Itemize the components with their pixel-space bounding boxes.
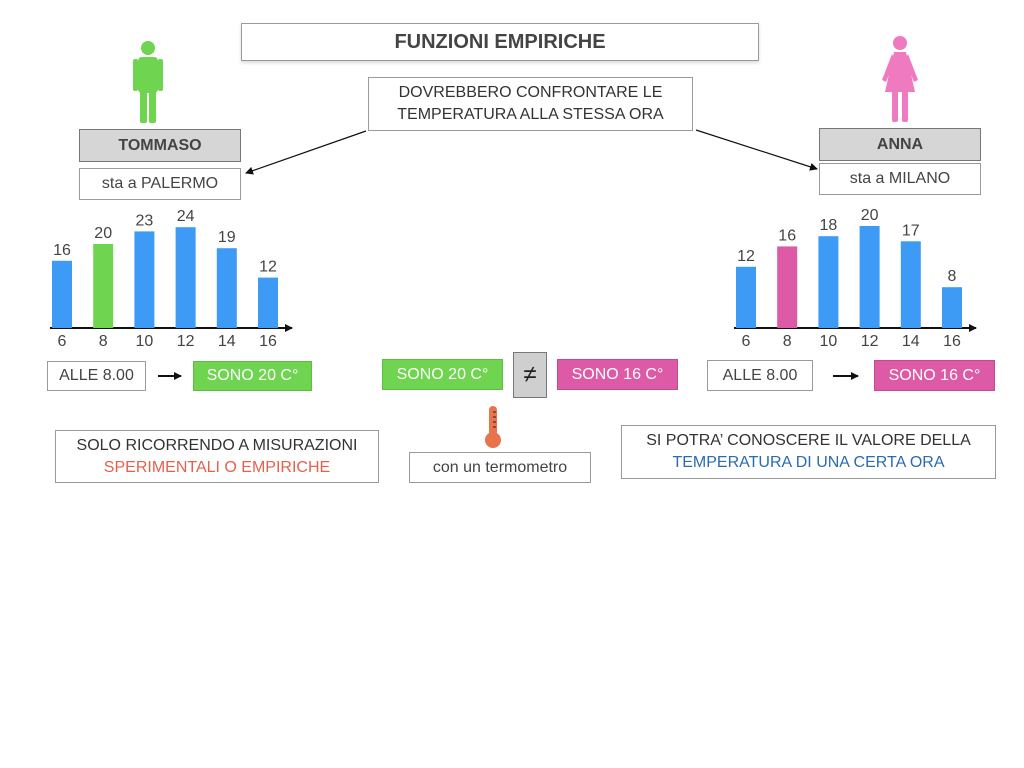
bar-value-label: 19	[218, 229, 236, 246]
x-tick-label: 10	[136, 333, 154, 350]
left-result: SONO 20 C°	[193, 361, 312, 391]
arrow-to-tommaso	[245, 130, 367, 175]
right-time-label: ALLE 8.00	[707, 360, 813, 391]
bar-value-label: 16	[53, 242, 71, 259]
middle-left-value: SONO 20 C°	[382, 359, 503, 390]
right-note: SI POTRA’ CONOSCERE IL VALORE DELLA TEMP…	[621, 425, 996, 479]
bar-12	[859, 226, 880, 328]
right-note-line-1: SI POTRA’ CONOSCERE IL VALORE DELLA	[646, 432, 971, 449]
center-note: DOVREBBERO CONFRONTARE LE TEMPERATURA AL…	[368, 77, 693, 131]
x-tick-label: 12	[861, 333, 879, 350]
bar-10	[134, 231, 155, 328]
bar-16	[258, 277, 278, 328]
bar-6	[736, 266, 756, 328]
left-time-label: ALLE 8.00	[47, 361, 146, 391]
female-person-icon	[882, 36, 918, 122]
tommaso-temperature-chart: 16 6 20 8 23 10 24 12 19 14 12 16	[50, 208, 293, 350]
place-palermo: sta a PALERMO	[79, 168, 241, 200]
bar-value-label: 12	[259, 259, 277, 276]
x-tick-label: 10	[820, 333, 838, 350]
x-tick-label: 12	[177, 333, 195, 350]
bar-12	[175, 227, 196, 328]
center-note-line-1: DOVREBBERO CONFRONTARE LE	[398, 84, 663, 101]
bar-value-label: 17	[902, 222, 920, 239]
right-result: SONO 16 C°	[874, 360, 995, 391]
not-equal-sign: ≠	[513, 352, 547, 398]
x-tick-label: 8	[99, 333, 108, 350]
bar-value-label: 20	[861, 207, 879, 224]
x-tick-label: 14	[902, 333, 920, 350]
left-note-line-2: SPERIMENTALI O EMPIRICHE	[103, 458, 331, 476]
left-note-line-1: SOLO RICORRENDO A MISURAZIONI	[76, 436, 358, 454]
thermometer-icon	[485, 406, 501, 448]
tool-label: con un termometro	[409, 452, 591, 483]
place-milano: sta a MILANO	[819, 163, 981, 195]
right-note-line-2: TEMPERATURA DI UNA CERTA ORA	[672, 454, 945, 471]
bar-10	[818, 236, 839, 328]
bar-value-label: 8	[948, 268, 957, 285]
bar-value-label: 16	[778, 227, 796, 244]
male-person-icon	[133, 41, 163, 123]
x-tick-label: 6	[58, 333, 67, 350]
anna-temperature-chart: 12 6 16 8 18 10 20 12 17 14 8 16	[734, 207, 977, 350]
arrow-to-anna	[695, 129, 818, 171]
page-title: FUNZIONI EMPIRICHE	[241, 23, 759, 61]
x-tick-label: 16	[259, 333, 277, 350]
bar-value-label: 20	[94, 225, 112, 242]
bar-16	[942, 287, 962, 328]
x-tick-label: 16	[943, 333, 961, 350]
bar-value-label: 12	[737, 248, 755, 265]
bar-value-label: 18	[820, 217, 838, 234]
x-tick-label: 8	[783, 333, 792, 350]
center-note-line-2: TEMPERATURA ALLA STESSA ORA	[397, 106, 664, 123]
left-note: SOLO RICORRENDO A MISURAZIONI SPERIMENTA…	[55, 430, 379, 483]
bar-14	[900, 241, 921, 328]
bar-value-label: 24	[177, 208, 195, 225]
bar-8	[777, 246, 798, 328]
name-tommaso: TOMMASO	[79, 129, 241, 162]
x-tick-label: 6	[742, 333, 751, 350]
middle-right-value: SONO 16 C°	[557, 359, 678, 390]
bar-6	[52, 260, 72, 328]
bar-14	[216, 248, 237, 328]
name-anna: ANNA	[819, 128, 981, 161]
bar-8	[93, 244, 114, 328]
bar-value-label: 23	[136, 212, 154, 229]
x-tick-label: 14	[218, 333, 236, 350]
